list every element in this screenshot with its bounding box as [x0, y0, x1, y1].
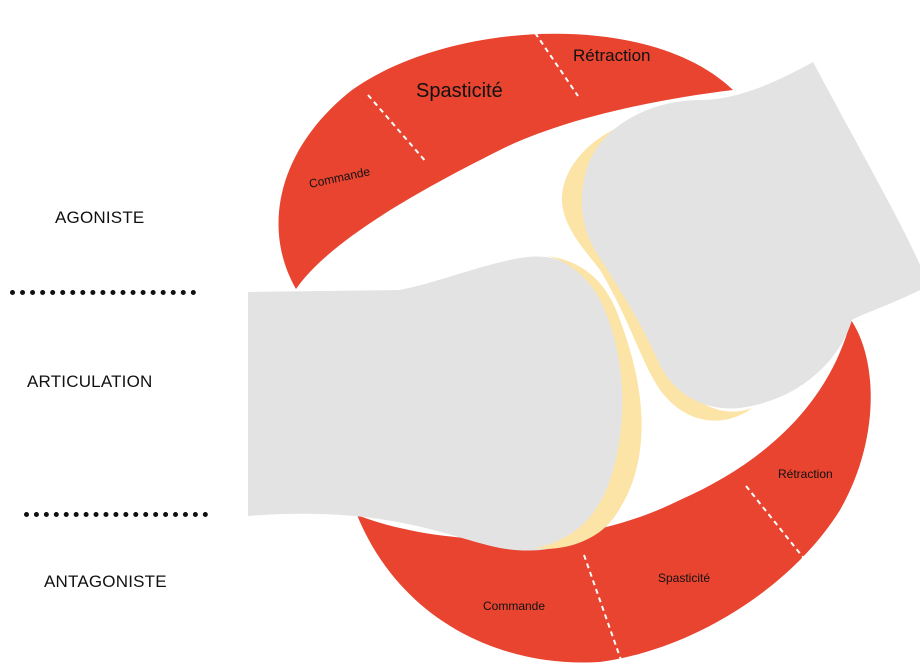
agonist-separator-1 [367, 94, 428, 164]
lower-bone [248, 256, 630, 551]
upper-bone [581, 62, 920, 409]
bottom-divider [24, 512, 208, 517]
antagonist-commande-label: Commande [483, 599, 545, 613]
agonist-spasticite-label: Spasticité [416, 80, 503, 102]
antagonist-spasticite-label: Spasticité [658, 571, 710, 585]
agonist-separator-2 [524, 17, 579, 97]
antagoniste-label: ANTAGONISTE [44, 572, 167, 591]
agonist-retraction-label: Rétraction [573, 46, 650, 65]
antagonist-separator-2 [745, 485, 811, 567]
antagonist-retraction-label: Rétraction [778, 467, 833, 481]
top-divider [10, 290, 196, 295]
antagonist-separator-1 [583, 554, 622, 661]
agoniste-label: AGONISTE [55, 208, 145, 227]
upper-cartilage [561, 120, 752, 421]
lower-cartilage [535, 256, 642, 549]
articulation-label: ARTICULATION [27, 372, 153, 391]
antagonist-muscle [357, 320, 871, 663]
agonist-muscle [278, 33, 733, 289]
